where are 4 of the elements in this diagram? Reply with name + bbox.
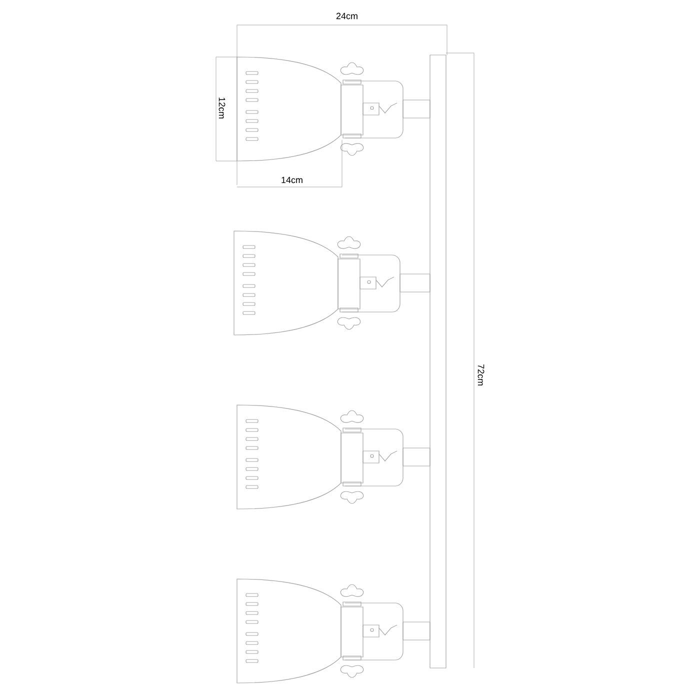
dimension-label: 12cm <box>218 98 226 118</box>
dimension-label: 72cm <box>478 364 484 386</box>
dimension-label: 24cm <box>336 12 358 20</box>
dimension-label: 14cm <box>282 176 302 184</box>
